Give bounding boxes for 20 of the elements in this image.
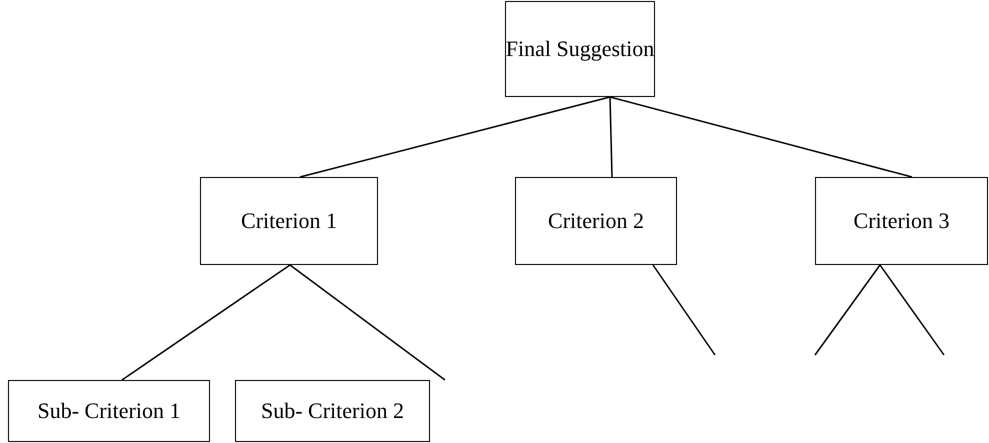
connector-line	[610, 96, 912, 178]
connector-line	[300, 96, 610, 178]
criterion-box	[815, 177, 988, 265]
criterion-box	[505, 1, 655, 97]
box-label: Sub- Criterion 2	[261, 397, 404, 425]
connector-line	[290, 264, 446, 381]
box-label: Sub- Criterion 1	[38, 397, 180, 425]
connector-line	[879, 264, 945, 356]
box-label: Criterion 1	[241, 207, 337, 235]
criterion-box	[515, 177, 677, 265]
connector-line	[122, 264, 290, 381]
criterion-box	[8, 380, 210, 442]
box-label: Final Suggestion	[506, 35, 654, 63]
connector-line	[814, 264, 881, 356]
connector-line	[652, 264, 716, 356]
criterion-box	[200, 177, 378, 265]
box-label: Criterion 3	[854, 207, 950, 235]
box-label: Criterion 2	[548, 207, 644, 235]
criterion-box	[235, 380, 430, 442]
connector-line	[609, 96, 613, 178]
